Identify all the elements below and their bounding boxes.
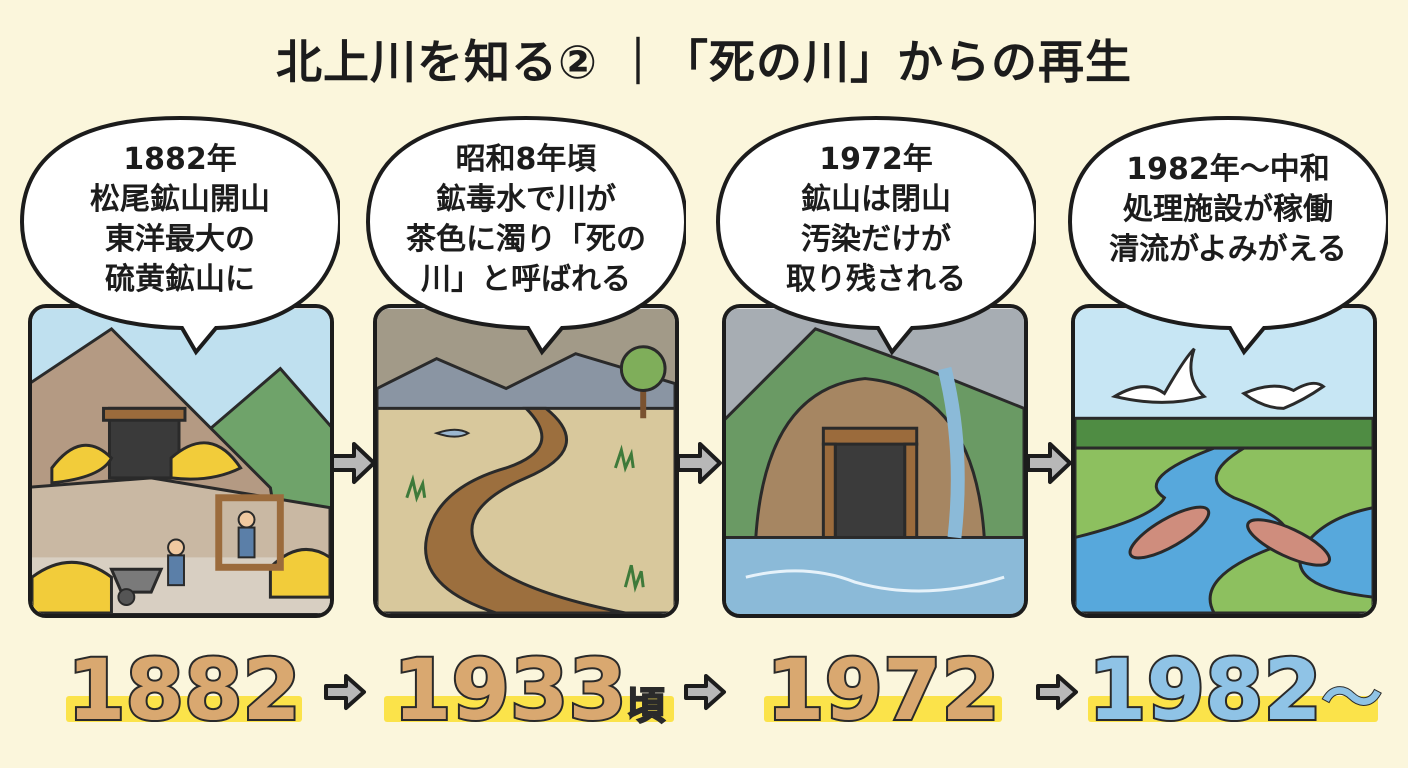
polluted-river-icon [377,309,675,614]
year-suffix: 頃 [626,683,666,729]
arrow-right-icon [324,674,366,710]
year-number: 1933 [391,639,629,741]
bubble-line: 東洋最大の [105,222,255,257]
bubble-line: 昭和8年頃 [455,142,597,177]
bubble-line: 鉱山は閉山 [801,182,951,217]
panel-polluted-river [373,304,679,618]
closed-mine-icon [726,309,1024,614]
arrow-right-icon [684,674,726,710]
clean-river-icon [1075,309,1373,614]
speech-bubble-2: 昭和8年頃 鉱毒水で川が 茶色に濁り「死の 川」と呼ばれる [366,0,686,360]
year-suffix: 〜 [1321,663,1383,735]
page-title: 北上川を知る② ｜「死の川」からの再生 [276,35,1132,89]
bubble-line: 川」と呼ばれる [421,262,631,297]
year-number: 1882 [65,639,303,741]
speech-bubble-1: 1882年 松尾鉱山開山 東洋最大の 硫黄鉱山に [20,0,340,360]
bubble-line: 清流がよみがえる [1109,232,1347,267]
year-1972: 1972 [764,639,1002,741]
panel-mine [28,304,334,618]
bubble-line: 汚染だけが [801,222,951,257]
year-1982: 1982〜 [1086,639,1383,741]
arrow-right-icon [1036,674,1078,710]
year-1933: 1933頃 [384,639,674,741]
speech-bubble-4: 1982年〜中和 処理施設が稼働 清流がよみがえる [1068,0,1388,360]
bubble-line: 鉱毒水で川が [436,182,616,217]
bubble-line: 1882年 [123,142,237,177]
bubble-line: 取り残される [786,262,966,297]
bubble-line: 硫黄鉱山に [105,262,255,297]
bubble-line: 1982年〜中和 [1126,152,1330,187]
speech-bubble-3: 1972年 鉱山は閉山 汚染だけが 取り残される [716,0,1036,360]
bubble-line: 松尾鉱山開山 [90,182,270,217]
arrow-right-icon [330,442,376,484]
bubble-line: 処理施設が稼働 [1123,192,1333,227]
year-1882: 1882 [65,639,303,741]
panel-closed-mine [722,304,1028,618]
bubble-line: 茶色に濁り「死の [406,222,646,257]
panel-clean-river [1071,304,1377,618]
year-number: 1982 [1086,639,1324,741]
year-number: 1972 [764,639,1002,741]
mine-icon [32,309,330,614]
arrow-right-icon [1026,442,1072,484]
arrow-right-icon [676,442,722,484]
bubble-line: 1972年 [819,142,933,177]
